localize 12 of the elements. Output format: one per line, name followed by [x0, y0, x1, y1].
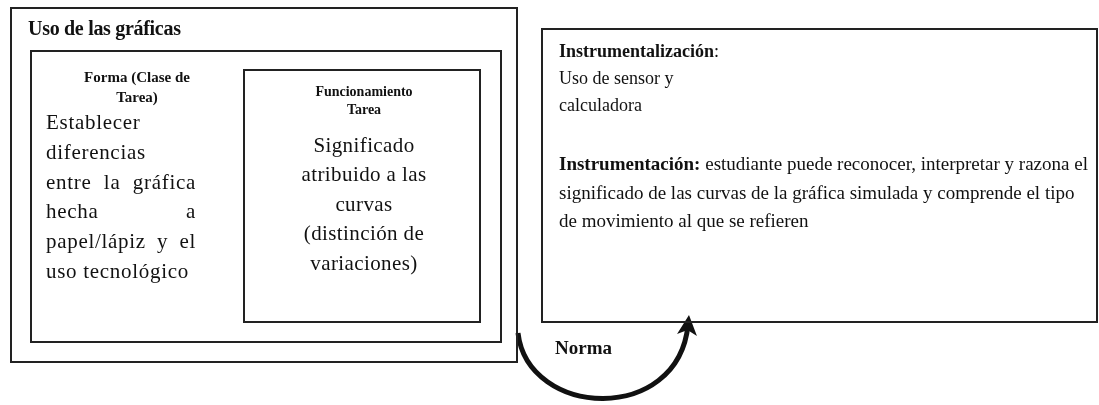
box-title: Uso de las gráficas	[28, 17, 182, 40]
box-text: Instrumentalización: Uso de sensor y calculadora	[559, 40, 720, 117]
process-box	[243, 69, 481, 323]
box-heading: Funcionamiento Tarea	[314, 83, 414, 120]
box-text: Instrumentación: estudiante puede reconocer, interpretar y razona el significado de las curvas de la gráfica simulada y comprende el tipo de movimiento al que se refieren	[559, 152, 1089, 233]
box-body: Establecer diferencias entre la gráfica hecha a papel/lápiz y el uso tecnológico	[46, 109, 196, 286]
inner-box	[30, 50, 502, 343]
outer-box	[10, 7, 518, 363]
description-box	[541, 28, 1098, 323]
curved-arrow	[515, 315, 696, 401]
box-body: Significado atribuido a las curvas (distinción de variaciones)	[300, 132, 428, 277]
box-heading: Forma (Clase de Tarea)	[83, 68, 191, 107]
